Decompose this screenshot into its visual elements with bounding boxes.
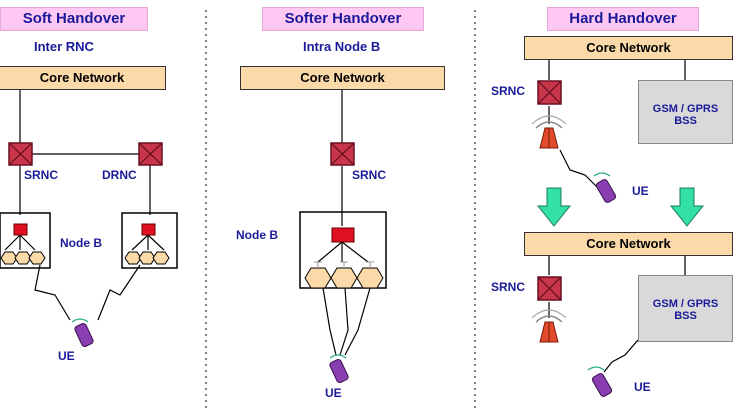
gsm-gprs-bss-box: GSM / GPRS BSS — [638, 80, 733, 144]
srnc-label: SRNC — [491, 84, 526, 98]
gsm-label: GSM / GPRS — [652, 298, 719, 310]
rnc-switch-icon — [537, 80, 562, 105]
srnc-label: SRNC — [352, 168, 387, 182]
down-arrow-icon — [669, 187, 705, 227]
down-arrow-icon — [536, 187, 572, 227]
cell-hexagons — [0, 251, 170, 265]
antenna-tower-icon — [531, 115, 567, 149]
ue-label: UE — [58, 349, 75, 363]
node-b-label: Node B — [60, 236, 102, 250]
antenna-tower-icon — [531, 309, 567, 343]
soft-connections — [4, 89, 165, 321]
mobile-phone-icon — [329, 354, 349, 384]
softer-subtitle: Intra Node B — [303, 39, 381, 54]
node-b-frame — [0, 212, 51, 269]
srnc-label: SRNC — [24, 168, 59, 182]
soft-subtitle: Inter RNC — [34, 39, 94, 54]
rnc-switch-icon — [537, 276, 562, 301]
ue-label: UE — [325, 386, 342, 400]
core-network-box: Core Network — [524, 36, 733, 60]
mobile-phone-icon — [587, 366, 613, 397]
mobile-phone-icon — [71, 318, 94, 348]
mobile-phone-icon — [593, 172, 617, 203]
gsm-gprs-bss-box: GSM / GPRS BSS — [638, 275, 733, 342]
node-b-label: Node B — [236, 228, 278, 242]
cell-hexagons — [304, 267, 384, 289]
node-b-icon — [141, 223, 156, 236]
drnc-label: DRNC — [102, 168, 137, 182]
hard-connections — [548, 58, 686, 373]
rnc-switch-icon — [330, 142, 355, 166]
node-b-icon — [13, 223, 28, 236]
core-network-box: Core Network — [524, 232, 733, 256]
rnc-switch-icon — [138, 142, 163, 166]
ue-label: UE — [632, 184, 649, 198]
ue-label: UE — [634, 380, 651, 394]
node-b-icon — [331, 227, 355, 243]
softer-connections — [317, 89, 371, 356]
srnc-label: SRNC — [491, 280, 526, 294]
antenna-icons — [314, 261, 374, 268]
core-network-box: Core Network — [240, 66, 445, 90]
rnc-switch-icon — [8, 142, 33, 166]
bss-label: BSS — [674, 115, 697, 127]
core-network-box: Core Network — [0, 66, 166, 90]
gsm-label: GSM / GPRS — [652, 103, 719, 115]
bss-label: BSS — [674, 310, 697, 322]
soft-handover-title: Soft Handover — [0, 7, 148, 31]
node-b-frame — [121, 212, 178, 269]
softer-handover-title: Softer Handover — [262, 7, 424, 31]
hard-handover-title: Hard Handover — [547, 7, 699, 31]
